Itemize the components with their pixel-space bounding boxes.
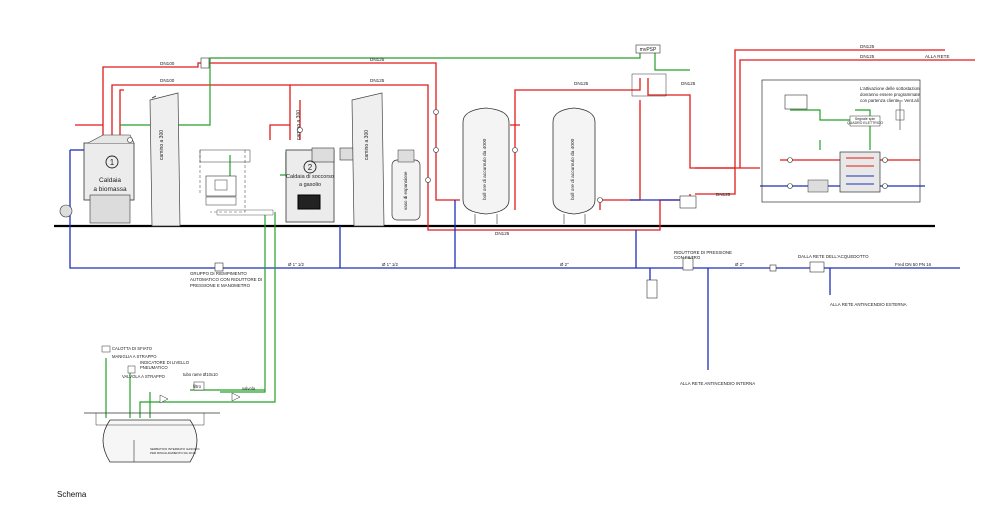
svg-text:camino a 300: camino a 300 (159, 130, 165, 160)
oil-tank-labels: CALOTTA DI SFIATO MANIGLIA A STRAPPO IND… (112, 346, 256, 391)
oil-tank: SERBATOIO INTERRATO GASOLIO PER RISCALDA… (84, 345, 241, 463)
chimney-3: camino a 300 (151, 95, 302, 140)
svg-text:PRESSIONE E MANOMETRO: PRESSIONE E MANOMETRO (190, 283, 251, 288)
svg-text:DN125: DN125 (681, 81, 696, 86)
svg-text:CON FILTRO: CON FILTRO (674, 255, 701, 260)
svg-text:dovranno essere programmate: dovranno essere programmate (860, 92, 921, 97)
svg-text:CALOTTA DI SFIATO: CALOTTA DI SFIATO (112, 346, 153, 351)
pipe-labels: DN100 DN100 DN125 DN125 DN125 DN125 DN12… (160, 44, 950, 236)
svg-text:DN100: DN100 (160, 78, 175, 83)
svg-text:DN125: DN125 (716, 192, 731, 197)
svg-text:mvPSP: mvPSP (640, 47, 657, 53)
water-line-labels: Ø 1" 1/2 Ø 1" 1/2 Ø 2" Ø 2" Fred DN 50 P… (190, 250, 932, 386)
svg-text:camino a 300: camino a 300 (364, 130, 370, 160)
boiler-gasolio: 2 Caldaia di soccorso a gasolio (285, 147, 355, 223)
svg-text:Ø 2": Ø 2" (560, 262, 569, 267)
svg-text:AUTOMATICO CON RIDUTTORE DI: AUTOMATICO CON RIDUTTORE DI (190, 277, 262, 282)
svg-text:Ø 1" 1/2: Ø 1" 1/2 (288, 262, 305, 267)
svg-text:DN125: DN125 (574, 81, 589, 86)
svg-text:DN125: DN125 (495, 231, 510, 236)
svg-text:a gasolio: a gasolio (299, 182, 321, 188)
svg-text:ALLA RETE ANTINCENDIO ESTERNA: ALLA RETE ANTINCENDIO ESTERNA (830, 302, 907, 307)
svg-text:boll ore di accumulo d: boll ore di accumulo da 4000 (570, 138, 576, 200)
svg-text:camino a 300: camino a 300 (296, 110, 302, 140)
svg-text:DN125: DN125 (860, 54, 875, 59)
pipe-water-main (69, 150, 960, 269)
svg-text:INDICATORE DI LIVELLO: INDICATORE DI LIVELLO (140, 360, 190, 365)
svg-text:RIDUTTORE DI PRESSIONE: RIDUTTORE DI PRESSIONE (674, 250, 732, 255)
svg-text:DN125: DN125 (370, 57, 385, 62)
svg-text:tubo rame Ø10x10: tubo rame Ø10x10 (183, 372, 218, 377)
svg-text:MANIGLIA A STRAPPO: MANIGLIA A STRAPPO (112, 354, 157, 359)
svg-text:1: 1 (110, 158, 115, 167)
svg-text:DN100: DN100 (160, 61, 175, 66)
svg-text:PNEUMATICO: PNEUMATICO (140, 365, 168, 370)
substation-box: Segnale spie QUADRO ELETTRICO L'attivazi… (761, 79, 921, 203)
pipe-dn100-upper (102, 62, 460, 201)
svg-text:a biomassa: a biomassa (93, 186, 127, 193)
svg-text:boll ore di accumulo d: boll ore di accumulo da 4000 (482, 138, 488, 200)
puffer-tank-1: boll ore di accumulo da 4000 (462, 107, 510, 224)
boiler-biomass: 1 Caldaia a biomassa (59, 134, 135, 224)
puffer-tank-2: boll ore di accumulo da 4000 (552, 107, 596, 224)
svg-text:DN125: DN125 (370, 78, 385, 83)
svg-text:vaso di espansione: vaso di espansione (403, 171, 408, 210)
svg-text:ALLA RETE ANTINCENDIO INTERNA: ALLA RETE ANTINCENDIO INTERNA (680, 381, 755, 386)
svg-text:QUADRO ELETTRICO: QUADRO ELETTRICO (847, 121, 883, 125)
svg-text:Caldaia di soccorso: Caldaia di soccorso (286, 174, 334, 180)
boiler-2-number-badge (303, 160, 317, 174)
svg-text:2: 2 (308, 163, 313, 172)
chimney-1: camino a 300 (149, 92, 181, 227)
svg-text:PER RISCALDAMENTO DA 10.00: PER RISCALDAMENTO DA 10.00 (150, 451, 196, 455)
svg-text:filtro: filtro (193, 384, 202, 389)
svg-text:VALVOLA A STRAPPO: VALVOLA A STRAPPO (122, 374, 166, 379)
svg-text:SERBATOIO INTERRATO GASOLIO: SERBATOIO INTERRATO GASOLIO (150, 447, 200, 451)
heat-exchanger (839, 151, 881, 193)
svg-text:Caldaia: Caldaia (99, 177, 121, 184)
green-lines (105, 52, 871, 418)
svg-text:ALLA RETE: ALLA RETE (925, 54, 950, 59)
mvpsp-box: mvPSP (631, 44, 667, 97)
svg-text:valvola: valvola (242, 386, 256, 391)
pipe-to-rete (695, 49, 945, 169)
figure-caption: Schema (57, 490, 87, 499)
svg-text:Segnale spie: Segnale spie (855, 117, 875, 121)
boiler-1-number-badge (105, 155, 119, 169)
svg-text:DALLA RETE DELL'ACQUEDOTTO: DALLA RETE DELL'ACQUEDOTTO (798, 254, 869, 259)
svg-text:Ø 2": Ø 2" (735, 262, 744, 267)
hot-pipes (75, 49, 975, 231)
expansion-vessel: vaso di espansione (391, 149, 421, 221)
control-panel (199, 149, 274, 216)
svg-text:Ø 1" 1/2: Ø 1" 1/2 (382, 262, 399, 267)
svg-text:L'attivazione delle sottostazi: L'attivazione delle sottostazioni (860, 86, 920, 91)
svg-text:GRUPPO DI RIEMPIMENTO: GRUPPO DI RIEMPIMENTO (190, 271, 247, 276)
fittings (127, 57, 888, 299)
chimney-2: camino a 300 (351, 92, 385, 227)
svg-text:Fred DN 50 PN 16: Fred DN 50 PN 16 (895, 262, 932, 267)
svg-text:DN125: DN125 (860, 44, 875, 49)
svg-text:con partenza cliente = Vent.al: con partenza cliente = Vent.ali (860, 98, 919, 103)
